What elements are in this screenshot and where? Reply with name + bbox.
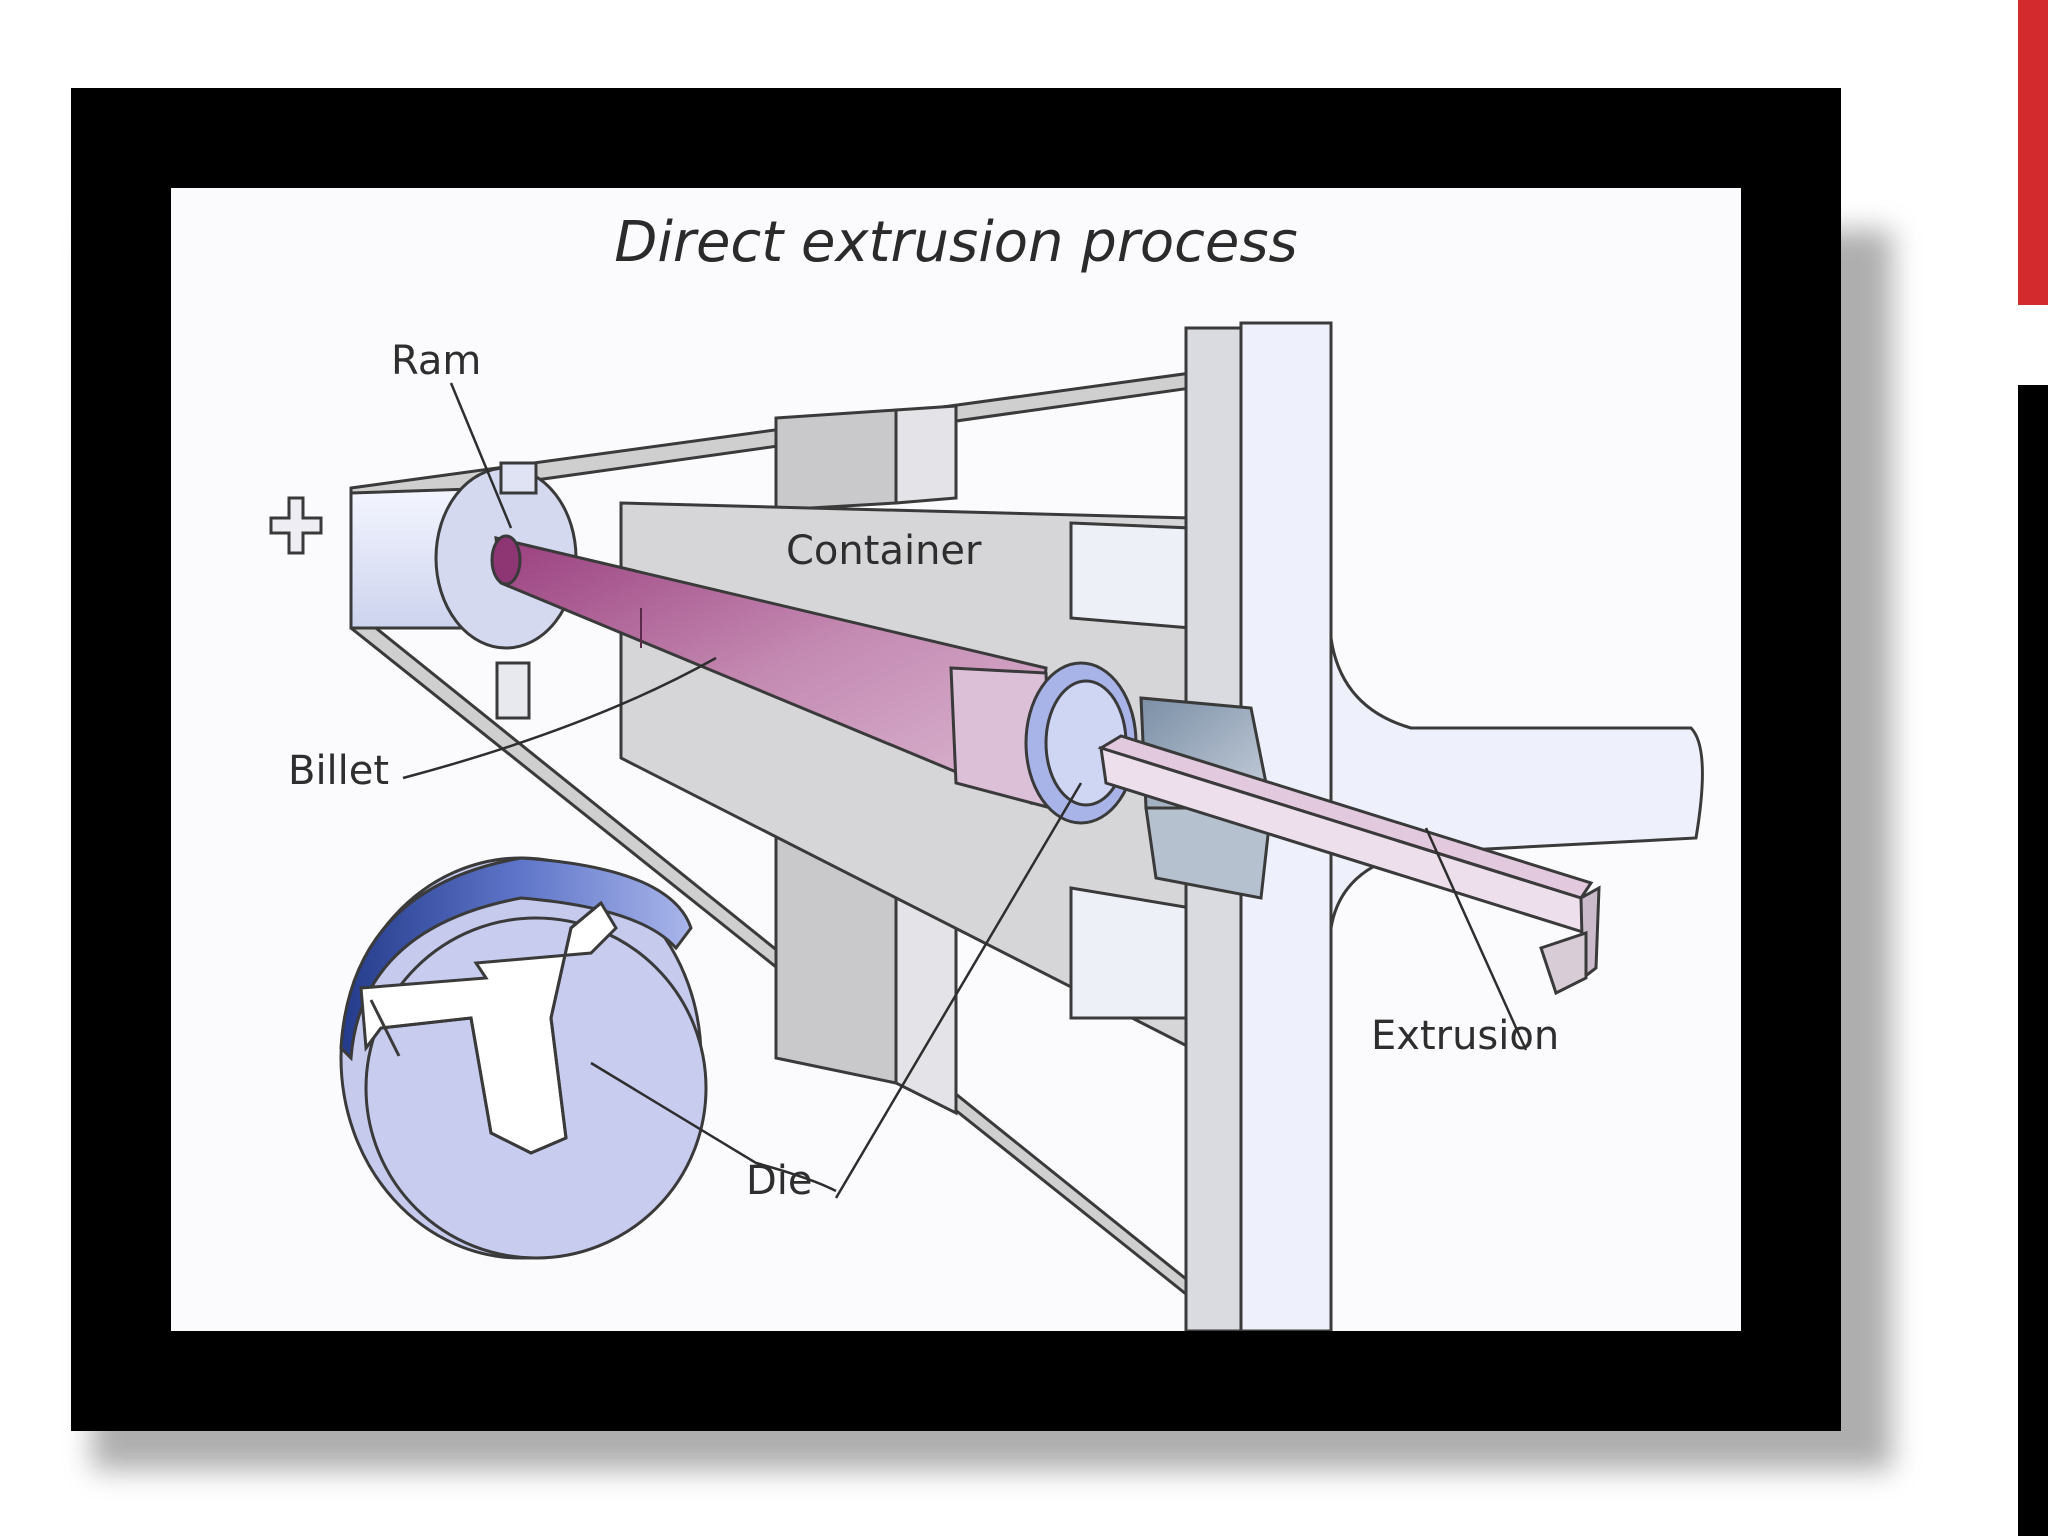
- ram-leader: [449, 382, 513, 529]
- extrusion-diagram: Direct extrusion process Ram Container B…: [171, 188, 1741, 1331]
- die-leader-main: [834, 782, 1083, 1199]
- label-extrusion: Extrusion: [1371, 1013, 1560, 1059]
- accent-bar: [2018, 0, 2048, 305]
- billet: [490, 534, 1053, 810]
- label-die: Die: [746, 1158, 813, 1204]
- label-billet: Billet: [288, 748, 390, 794]
- diagram-drawing: [269, 321, 1704, 1331]
- upper-bracket: [774, 408, 898, 512]
- diagram-title: Direct extrusion process: [614, 210, 1298, 275]
- billet-leader: [402, 656, 717, 780]
- leader-lines: [402, 382, 1528, 1199]
- die-leader-inset: [590, 1061, 837, 1193]
- extrusion-leader: [1424, 827, 1528, 1051]
- die-inset: [339, 856, 708, 1260]
- label-container: Container: [786, 528, 982, 574]
- side-dark-bar: [2018, 385, 2048, 1536]
- label-ram: Ram: [391, 338, 482, 384]
- picture-frame: Direct extrusion process Ram Container B…: [71, 88, 1841, 1431]
- extrusion-profile: [1097, 734, 1601, 996]
